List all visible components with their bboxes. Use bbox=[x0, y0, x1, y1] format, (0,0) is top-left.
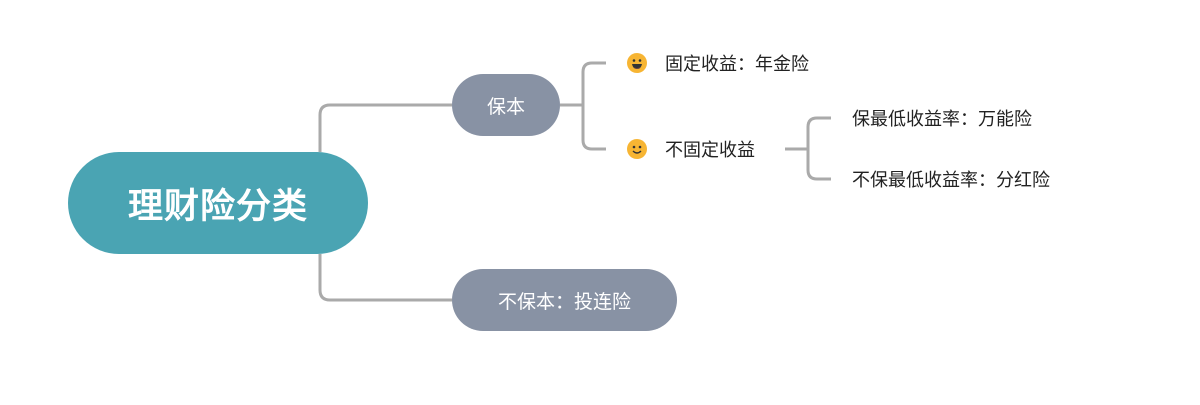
root-node[interactable]: 理财险分类 bbox=[68, 152, 368, 254]
leaf-wanneng[interactable]: 保最低收益率：万能险 bbox=[852, 106, 1032, 130]
smiling-face-icon bbox=[627, 139, 647, 159]
root-label: 理财险分类 bbox=[127, 186, 308, 227]
grinning-face-icon bbox=[627, 53, 647, 73]
branch-bubaoben-label: 不保本：投连险 bbox=[497, 290, 631, 313]
connector-root-bubaoben bbox=[318, 254, 452, 302]
leaf-bu-guding-shouyi-label: 不固定收益 bbox=[665, 140, 755, 161]
connector-baoben-children bbox=[560, 61, 606, 151]
leaf-guding-shouyi-label: 固定收益：年金险 bbox=[665, 54, 809, 75]
branch-bubaoben[interactable]: 不保本：投连险 bbox=[452, 269, 677, 331]
branch-baoben[interactable]: 保本 bbox=[452, 74, 560, 136]
leaf-fenhong-label: 不保最低收益率：分红险 bbox=[852, 170, 1050, 191]
leaf-wanneng-label: 保最低收益率：万能险 bbox=[852, 109, 1032, 130]
leaf-guding-shouyi[interactable]: 固定收益：年金险 bbox=[627, 51, 809, 75]
connector-root-baoben bbox=[318, 103, 452, 152]
connector-bugudingshouyi-children bbox=[785, 116, 831, 181]
leaf-fenhong[interactable]: 不保最低收益率：分红险 bbox=[852, 167, 1050, 191]
branch-baoben-label: 保本 bbox=[486, 95, 525, 118]
leaf-bu-guding-shouyi[interactable]: 不固定收益 bbox=[627, 137, 755, 161]
